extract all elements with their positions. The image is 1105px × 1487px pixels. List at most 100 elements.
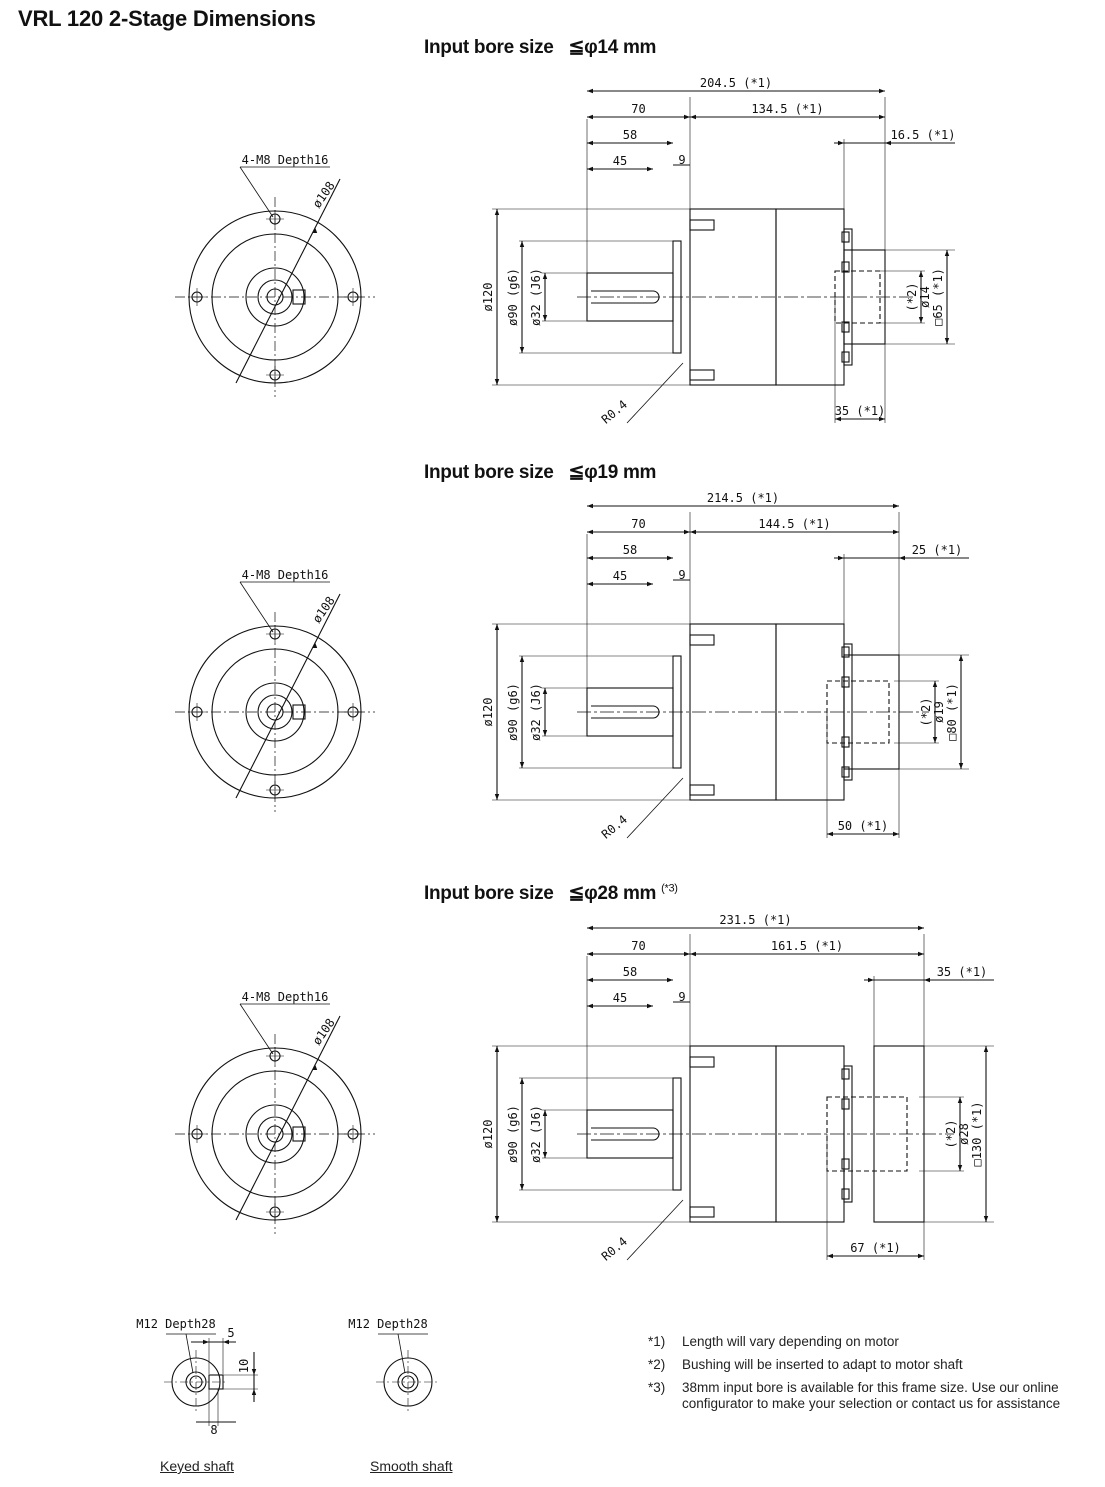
flange-dia-dim-label: ø120	[481, 1120, 495, 1149]
radius-label: R0.4	[599, 397, 630, 426]
adapter-bolt	[841, 766, 850, 778]
arrow-head	[542, 1152, 548, 1158]
pcd-dim-line	[235, 593, 341, 799]
footnote-mark: *3)	[648, 1380, 666, 1395]
arrow-head	[587, 114, 593, 120]
key-h-label: 10	[237, 1359, 251, 1373]
arrow-head	[494, 209, 500, 215]
arrow-head	[958, 763, 964, 769]
arrow-head	[519, 1184, 525, 1190]
bolt-head	[689, 1056, 715, 1068]
radius-leader	[626, 1199, 684, 1261]
arrow-head	[312, 227, 318, 233]
leader-line	[397, 1333, 406, 1374]
depth-dim-label: 50 (*1)	[838, 819, 889, 833]
arrow-head	[494, 379, 500, 385]
gap-label: 9	[678, 990, 685, 1004]
arrow-head	[879, 114, 885, 120]
arrow-head	[223, 1339, 229, 1345]
body-dim-label: 161.5 (*1)	[771, 939, 843, 953]
adapter-w-label: 25 (*1)	[912, 543, 963, 557]
arrow-head	[684, 529, 690, 535]
depth-dim-label: 35 (*1)	[835, 404, 886, 418]
arrow-head	[684, 951, 690, 957]
arrow-head	[958, 655, 964, 661]
square-dim-label: □80 (*1)	[945, 683, 959, 741]
arrow-head	[924, 977, 930, 983]
gap-label: 9	[678, 153, 685, 167]
pcd-label: ø108	[310, 179, 338, 211]
section-heading-14: Input bore size ≦φ14 mm	[424, 36, 656, 59]
arrow-head	[587, 925, 593, 931]
arrow-head	[918, 271, 924, 277]
arrow-head	[519, 1078, 525, 1084]
adapter-bolt	[841, 261, 850, 273]
square-dim-label: □130 (*1)	[970, 1101, 984, 1166]
arrow-head	[899, 555, 905, 561]
holes-label: 4-M8 Depth16	[242, 153, 329, 167]
arrow-head	[519, 241, 525, 247]
arrow-head	[494, 794, 500, 800]
pilot-dia-dim-label: ø90 (g6)	[506, 683, 520, 741]
pcd-dim-line	[235, 178, 341, 384]
adapter-bolt	[841, 1098, 850, 1110]
bolt-head	[689, 369, 715, 381]
arrow-head	[879, 88, 885, 94]
arrow-head	[835, 416, 841, 422]
body-dim-label: 134.5 (*1)	[751, 102, 823, 116]
arrow-head	[690, 529, 696, 535]
flange-dia-dim-label: ø120	[481, 698, 495, 727]
shaft-len-dim-label: 58	[623, 128, 637, 142]
footnote: *2) Bushing will be inserted to adapt to…	[648, 1357, 1072, 1373]
arrow-head	[587, 88, 593, 94]
arrow-head	[587, 503, 593, 509]
gap-label: 9	[678, 568, 685, 582]
adapter-bolt	[841, 1068, 850, 1080]
arrow-head	[918, 951, 924, 957]
flange-dim-label: 70	[631, 939, 645, 953]
flange-dim-label: 70	[631, 102, 645, 116]
pcd-dim-line	[235, 1015, 341, 1221]
arrow-head	[838, 555, 844, 561]
bolt-head	[689, 219, 715, 231]
arrow-head	[893, 503, 899, 509]
square-dim-label: □65 (*1)	[931, 268, 945, 326]
total-dim-label: 214.5 (*1)	[707, 491, 779, 505]
key-off-label: 8	[210, 1423, 217, 1437]
leader-line	[239, 166, 274, 218]
holes-label: 4-M8 Depth16	[242, 990, 329, 1004]
bore-dia-dim-label: (*2)ø14	[905, 283, 932, 312]
adapter-w-label: 35 (*1)	[937, 965, 988, 979]
key-outline	[208, 1374, 224, 1390]
adapter-bolt	[841, 321, 850, 333]
section-heading-28: Input bore size ≦φ28 mm (*3)	[424, 882, 678, 905]
arrow-head	[587, 977, 593, 983]
heading-bore: ≦φ14 mm	[568, 37, 657, 58]
arrow-head	[542, 688, 548, 694]
adapter-bolt	[841, 676, 850, 688]
leader-line	[239, 581, 274, 633]
arrow-head	[918, 317, 924, 323]
arrow-head	[918, 925, 924, 931]
footnotes: *1) Length will vary depending on motor …	[648, 1334, 1072, 1419]
leader-line	[239, 1003, 274, 1055]
arrow-head	[827, 831, 833, 837]
arrow-head	[944, 250, 950, 256]
pcd-label: ø108	[310, 1016, 338, 1048]
heading-note: (*3)	[661, 882, 678, 895]
footnote: *3) 38mm input bore is available for thi…	[648, 1380, 1072, 1412]
arrow-head	[587, 581, 593, 587]
bolt-head	[689, 634, 715, 646]
footnote-text: 38mm input bore is available for this fr…	[682, 1380, 1061, 1411]
arrow-head	[542, 315, 548, 321]
heading-label: Input bore size	[424, 37, 554, 58]
page-title: VRL 120 2-Stage Dimensions	[18, 6, 316, 31]
total-dim-label: 204.5 (*1)	[700, 76, 772, 90]
arrow-head	[587, 1003, 593, 1009]
arrow-head	[494, 1046, 500, 1052]
arrow-head	[667, 977, 673, 983]
arrow-head	[690, 114, 696, 120]
arrow-head	[932, 681, 938, 687]
adapter-bolt	[841, 351, 850, 363]
